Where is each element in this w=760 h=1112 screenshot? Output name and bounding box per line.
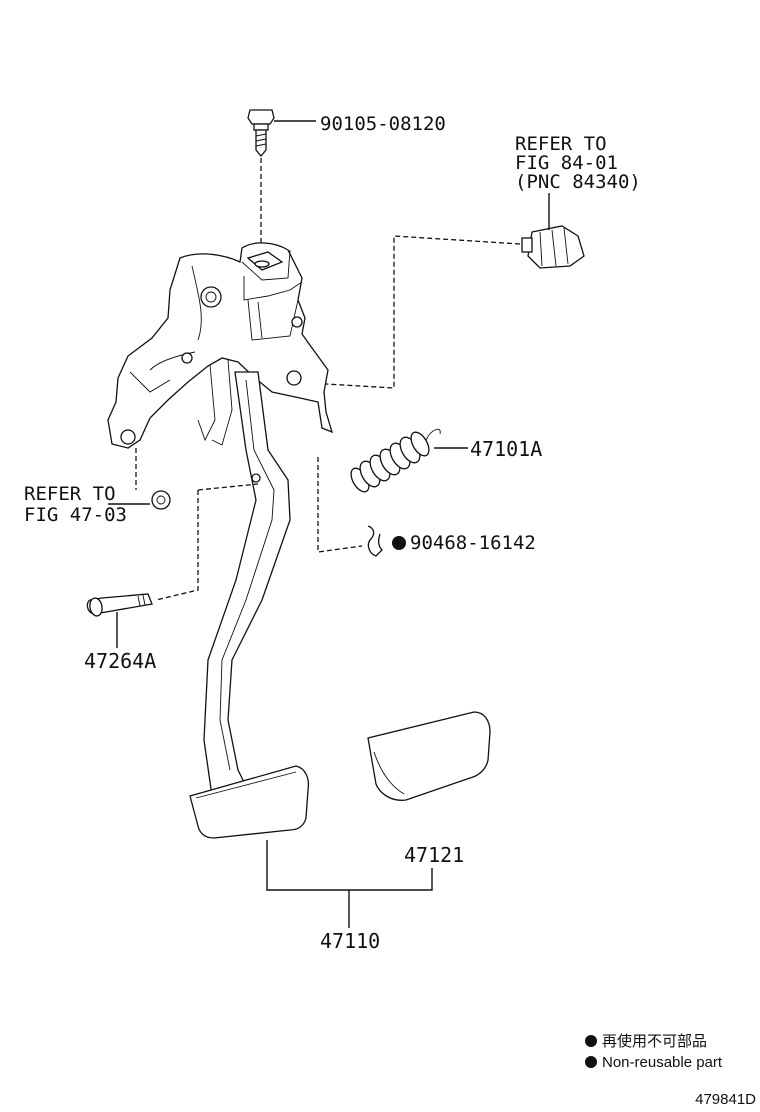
non-reusable-dot [392, 536, 406, 550]
label-refer-switch-3: (PNC 84340) [515, 171, 641, 193]
pedal-arm [203, 371, 291, 797]
legend-text-jp: 再使用不可部品 [602, 1033, 707, 1050]
label-spring: 47101A [470, 437, 542, 461]
label-refer-switch-1: REFER TO [515, 133, 607, 155]
pedal-pad-left [189, 765, 310, 839]
legend-text-en: Non-reusable part [602, 1054, 723, 1071]
pedal-bracket [107, 242, 334, 449]
figure-id: 479841D [695, 1091, 756, 1108]
label-clip: 90468-16142 [410, 532, 536, 554]
label-refer-nut-2: FIG 47-03 [24, 504, 127, 526]
switch-part [521, 193, 585, 269]
legend-dot-en [585, 1056, 597, 1068]
label-refer-switch-2: FIG 84-01 [515, 152, 618, 174]
pin-part [86, 593, 153, 617]
pin-dashline [155, 490, 199, 601]
switch-dashline [325, 235, 521, 389]
spring-part [350, 428, 441, 493]
pin-dashline-upper [197, 483, 259, 491]
label-refer-nut-1: REFER TO [24, 483, 116, 505]
pedal-pad-right [367, 711, 491, 801]
label-pad: 47121 [404, 843, 464, 867]
label-pin: 47264A [84, 649, 156, 673]
legend: 再使用不可部品 Non-reusable part [585, 1033, 723, 1071]
clip-dashline-1 [317, 457, 363, 553]
clip-part [367, 525, 406, 557]
legend-dot-jp [585, 1035, 597, 1047]
bolt-part [247, 109, 275, 158]
label-pedal: 47110 [320, 929, 380, 953]
nut-part [151, 490, 171, 510]
label-bolt: 90105-08120 [320, 113, 446, 135]
